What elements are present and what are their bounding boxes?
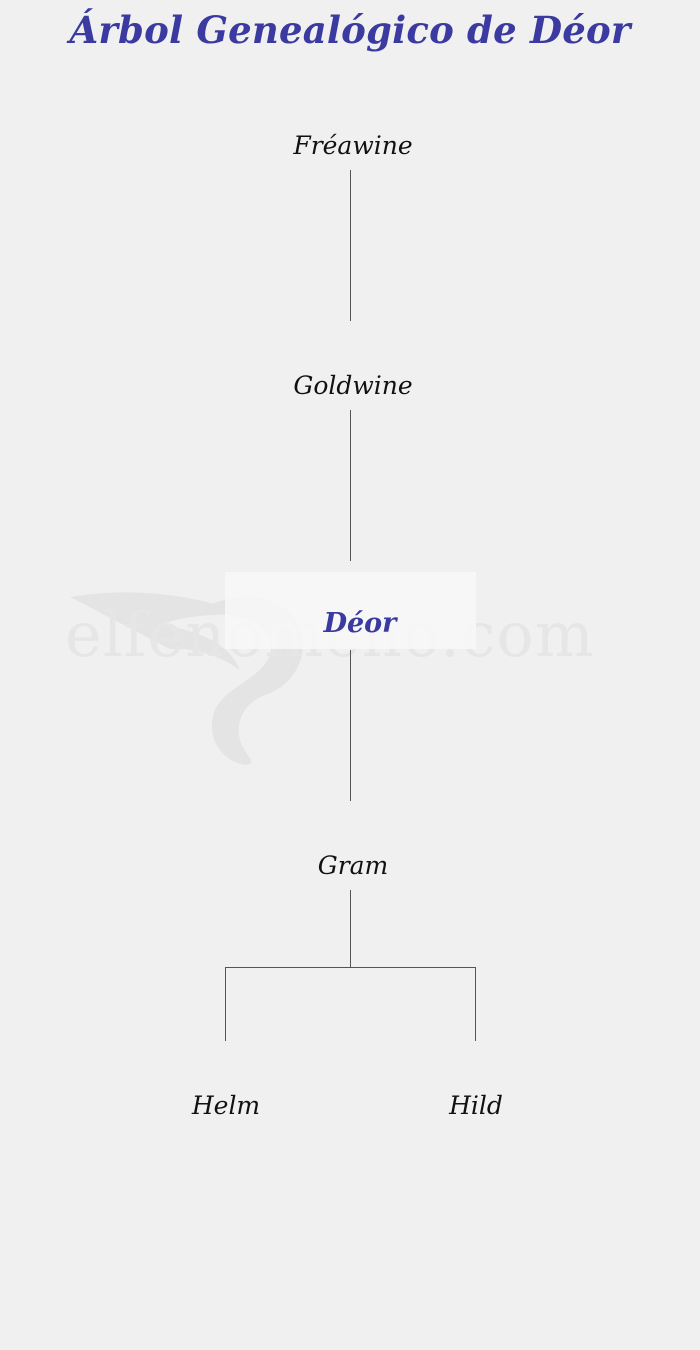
connector-children-bar xyxy=(225,967,476,968)
connector-freawine-goldwine xyxy=(350,170,351,321)
connector-goldwine-deor xyxy=(350,410,351,561)
connector-to-helm xyxy=(225,967,226,1041)
person-deor: Déor xyxy=(323,608,397,639)
connector-deor-gram xyxy=(350,650,351,801)
connector-to-hild xyxy=(475,967,476,1041)
person-hild[interactable]: Hild xyxy=(449,1091,503,1120)
person-freawine[interactable]: Fréawine xyxy=(293,131,413,160)
connector-gram-down xyxy=(350,890,351,967)
person-gram[interactable]: Gram xyxy=(317,851,389,880)
person-goldwine[interactable]: Goldwine xyxy=(293,371,413,400)
page-title: Árbol Genealógico de Déor xyxy=(69,8,631,52)
person-helm[interactable]: Helm xyxy=(191,1091,261,1120)
focus-person-box xyxy=(225,572,476,649)
